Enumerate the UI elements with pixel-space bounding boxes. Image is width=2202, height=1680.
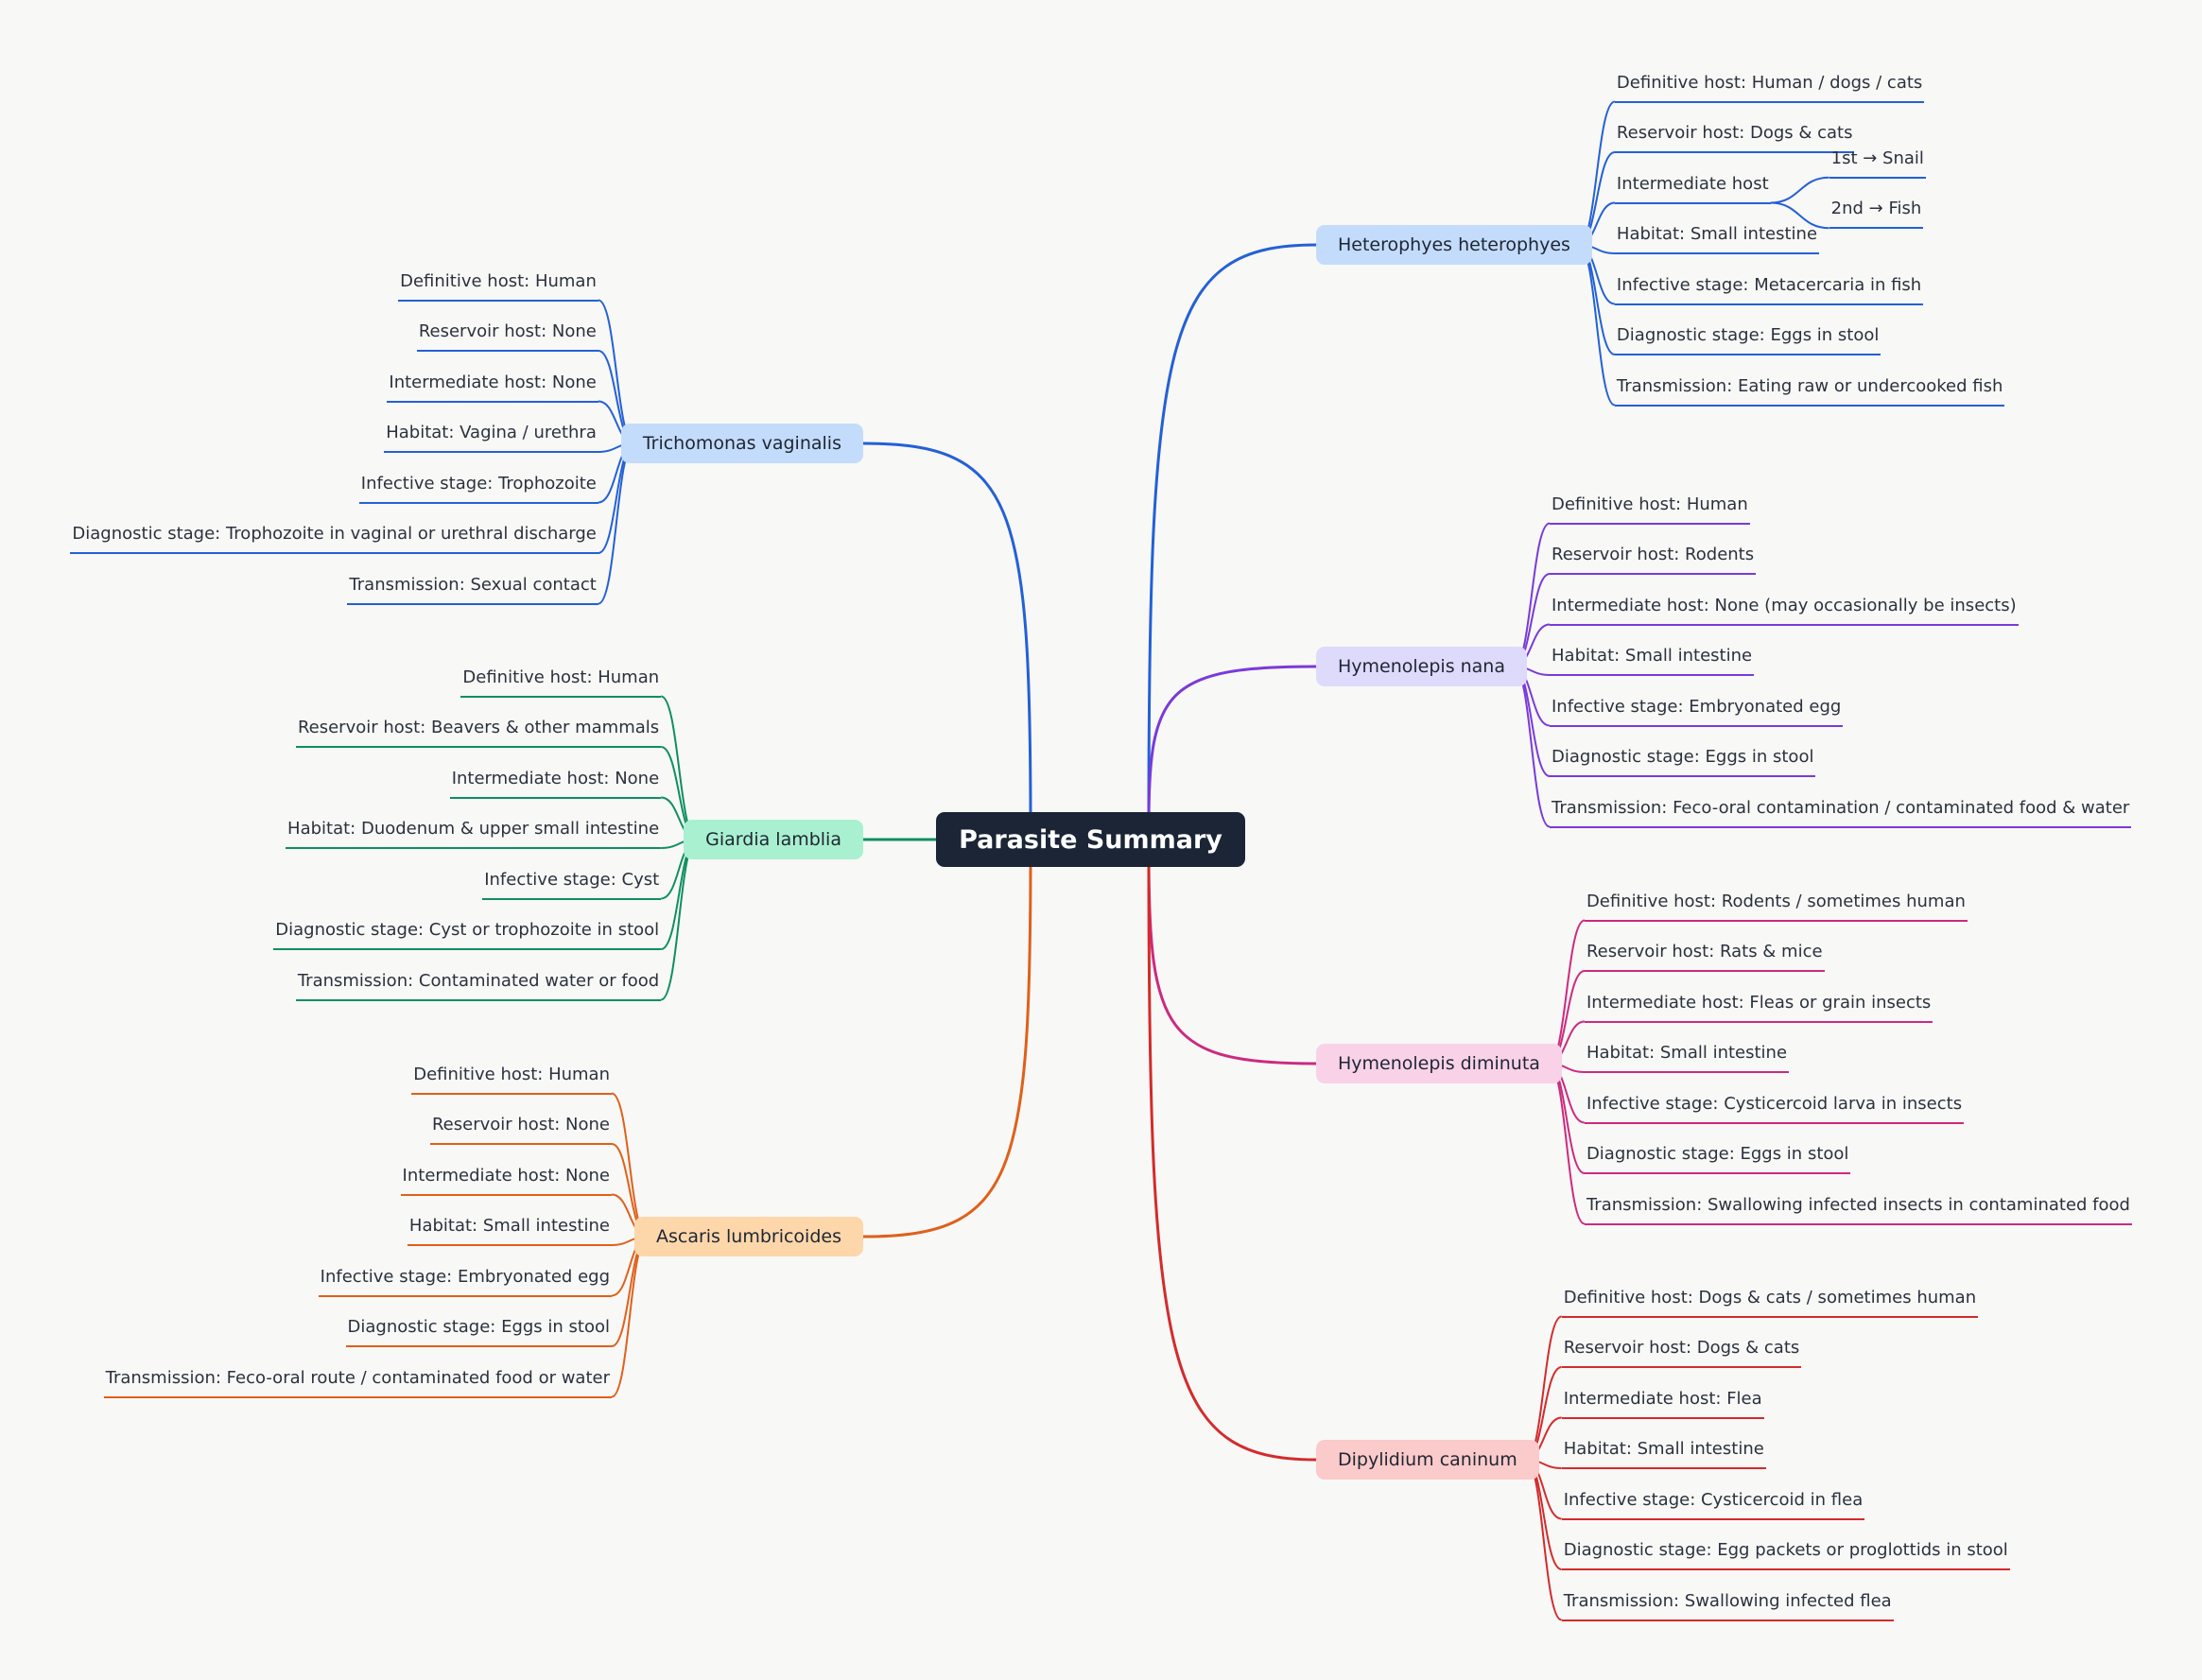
leaf-intermediate-host-none[interactable]: Intermediate host: None bbox=[449, 769, 662, 799]
leaf-diagnostic-stage-eggs-in-stool[interactable]: Diagnostic stage: Eggs in stool bbox=[1584, 1144, 1851, 1174]
root-node[interactable]: Parasite Summary bbox=[936, 812, 1245, 867]
leaf-intermediate-host-none[interactable]: Intermediate host: None bbox=[387, 372, 598, 403]
leaf-definitive-host-human[interactable]: Definitive host: Human bbox=[1550, 494, 1750, 525]
branch-trichomonas-vaginalis[interactable]: Trichomonas vaginalis bbox=[620, 424, 863, 463]
leaf-infective-stage-metacercaria-in-fish[interactable]: Infective stage: Metacercaria in fish bbox=[1614, 275, 1924, 305]
leaf-habitat-vagina-urethra[interactable]: Habitat: Vagina / urethra bbox=[384, 423, 598, 453]
connector-line bbox=[1147, 853, 1317, 1462]
leaf-habitat-duodenum-upper-small-intestine[interactable]: Habitat: Duodenum & upper small intestin… bbox=[286, 819, 662, 849]
subleaf-2nd-fish[interactable]: 2nd → Fish bbox=[1829, 199, 1924, 230]
leaf-habitat-small-intestine[interactable]: Habitat: Small intestine bbox=[1614, 224, 1820, 254]
leaf-infective-stage-cysticercoid-in-flea[interactable]: Infective stage: Cysticercoid in flea bbox=[1561, 1490, 1865, 1520]
leaf-reservoir-host-rats-mice[interactable]: Reservoir host: Rats & mice bbox=[1584, 942, 1825, 972]
connector-line bbox=[1147, 243, 1317, 826]
leaf-definitive-host-human[interactable]: Definitive host: Human bbox=[460, 667, 662, 698]
leaf-diagnostic-stage-eggs-in-stool[interactable]: Diagnostic stage: Eggs in stool bbox=[345, 1317, 612, 1347]
leaf-infective-stage-embryonated-egg[interactable]: Infective stage: Embryonated egg bbox=[1550, 697, 1844, 727]
connector-line bbox=[1525, 1459, 1563, 1621]
leaf-habitat-small-intestine[interactable]: Habitat: Small intestine bbox=[1584, 1043, 1790, 1073]
leaf-habitat-small-intestine[interactable]: Habitat: Small intestine bbox=[1550, 646, 1755, 676]
leaf-transmission-feco-oral-contamination-con[interactable]: Transmission: Feco-oral contamination / … bbox=[1550, 798, 2132, 828]
leaf-transmission-contaminated-water-or-food[interactable]: Transmission: Contaminated water or food bbox=[295, 971, 662, 1001]
connector-line bbox=[1770, 201, 1829, 230]
leaf-reservoir-host-dogs-cats[interactable]: Reservoir host: Dogs & cats bbox=[1561, 1338, 1802, 1368]
branch-dipylidium-caninum[interactable]: Dipylidium caninum bbox=[1316, 1440, 1539, 1480]
branch-hymenolepis-diminuta[interactable]: Hymenolepis diminuta bbox=[1316, 1044, 1562, 1083]
leaf-definitive-host-human[interactable]: Definitive host: Human bbox=[398, 271, 598, 302]
leaf-habitat-small-intestine[interactable]: Habitat: Small intestine bbox=[407, 1216, 612, 1246]
leaf-intermediate-host-none-may-occasionally-[interactable]: Intermediate host: None (may occasionall… bbox=[1550, 596, 2019, 626]
leaf-intermediate-host-fleas-or-grain-insects[interactable]: Intermediate host: Fleas or grain insect… bbox=[1584, 993, 1933, 1023]
leaf-transmission-sexual-contact[interactable]: Transmission: Sexual contact bbox=[347, 575, 598, 605]
leaf-habitat-small-intestine[interactable]: Habitat: Small intestine bbox=[1561, 1439, 1766, 1469]
leaf-infective-stage-cysticercoid-larva-in-in[interactable]: Infective stage: Cysticercoid larva in i… bbox=[1584, 1094, 1965, 1124]
leaf-intermediate-host[interactable]: Intermediate host bbox=[1614, 174, 1771, 204]
leaf-diagnostic-stage-trophozoite-in-vaginal-[interactable]: Diagnostic stage: Trophozoite in vaginal… bbox=[70, 524, 598, 554]
leaf-reservoir-host-rodents[interactable]: Reservoir host: Rodents bbox=[1550, 545, 1757, 575]
leaf-reservoir-host-none[interactable]: Reservoir host: None bbox=[416, 321, 598, 352]
leaf-infective-stage-trophozoite[interactable]: Infective stage: Trophozoite bbox=[358, 474, 598, 504]
leaf-diagnostic-stage-eggs-in-stool[interactable]: Diagnostic stage: Eggs in stool bbox=[1614, 325, 1881, 355]
connector-line bbox=[660, 839, 698, 1001]
leaf-diagnostic-stage-eggs-in-stool[interactable]: Diagnostic stage: Eggs in stool bbox=[1550, 747, 1816, 777]
connector-line bbox=[862, 853, 1032, 1238]
connector-line bbox=[1770, 176, 1829, 204]
branch-hymenolepis-nana[interactable]: Hymenolepis nana bbox=[1316, 647, 1527, 686]
connector-line bbox=[1578, 244, 1616, 407]
leaf-transmission-feco-oral-route-contaminate[interactable]: Transmission: Feco-oral route / contamin… bbox=[103, 1368, 612, 1398]
connector-line bbox=[1513, 666, 1551, 828]
connector-line bbox=[1147, 665, 1317, 826]
leaf-transmission-swallowing-infected-flea[interactable]: Transmission: Swallowing infected flea bbox=[1561, 1591, 1894, 1621]
connector-line bbox=[1147, 853, 1317, 1065]
leaf-intermediate-host-flea[interactable]: Intermediate host: Flea bbox=[1561, 1389, 1764, 1419]
connector-line bbox=[611, 1236, 649, 1398]
leaf-definitive-host-human[interactable]: Definitive host: Human bbox=[411, 1065, 612, 1095]
branch-giardia-lamblia[interactable]: Giardia lamblia bbox=[684, 820, 863, 859]
leaf-definitive-host-dogs-cats-sometimes-huma[interactable]: Definitive host: Dogs & cats / sometimes… bbox=[1561, 1288, 1979, 1318]
leaf-diagnostic-stage-cyst-or-trophozoite-in-[interactable]: Diagnostic stage: Cyst or trophozoite in… bbox=[273, 920, 662, 950]
leaf-reservoir-host-dogs-cats[interactable]: Reservoir host: Dogs & cats bbox=[1614, 123, 1855, 153]
leaf-intermediate-host-none[interactable]: Intermediate host: None bbox=[400, 1166, 612, 1196]
leaf-infective-stage-cyst[interactable]: Infective stage: Cyst bbox=[482, 870, 662, 900]
branch-ascaris-lumbricoides[interactable]: Ascaris lumbricoides bbox=[634, 1217, 863, 1256]
leaf-reservoir-host-beavers-other-mammals[interactable]: Reservoir host: Beavers & other mammals bbox=[295, 718, 662, 748]
subleaf-1st-snail[interactable]: 1st → Snail bbox=[1829, 148, 1926, 179]
leaf-transmission-swallowing-infected-insects[interactable]: Transmission: Swallowing infected insect… bbox=[1584, 1195, 2132, 1225]
connector-line bbox=[598, 442, 635, 605]
leaf-reservoir-host-none[interactable]: Reservoir host: None bbox=[429, 1115, 612, 1145]
leaf-definitive-host-human-dogs-cats[interactable]: Definitive host: Human / dogs / cats bbox=[1614, 73, 1925, 103]
branch-heterophyes-heterophyes[interactable]: Heterophyes heterophyes bbox=[1316, 225, 1592, 265]
leaf-definitive-host-rodents-sometimes-human[interactable]: Definitive host: Rodents / sometimes hum… bbox=[1584, 892, 1968, 922]
connector-line bbox=[1548, 1063, 1586, 1225]
connector-line bbox=[862, 442, 1032, 826]
leaf-diagnostic-stage-egg-packets-or-proglott[interactable]: Diagnostic stage: Egg packets or proglot… bbox=[1561, 1540, 2010, 1570]
leaf-infective-stage-embryonated-egg[interactable]: Infective stage: Embryonated egg bbox=[318, 1267, 612, 1297]
leaf-transmission-eating-raw-or-undercooked-f[interactable]: Transmission: Eating raw or undercooked … bbox=[1614, 376, 2005, 407]
